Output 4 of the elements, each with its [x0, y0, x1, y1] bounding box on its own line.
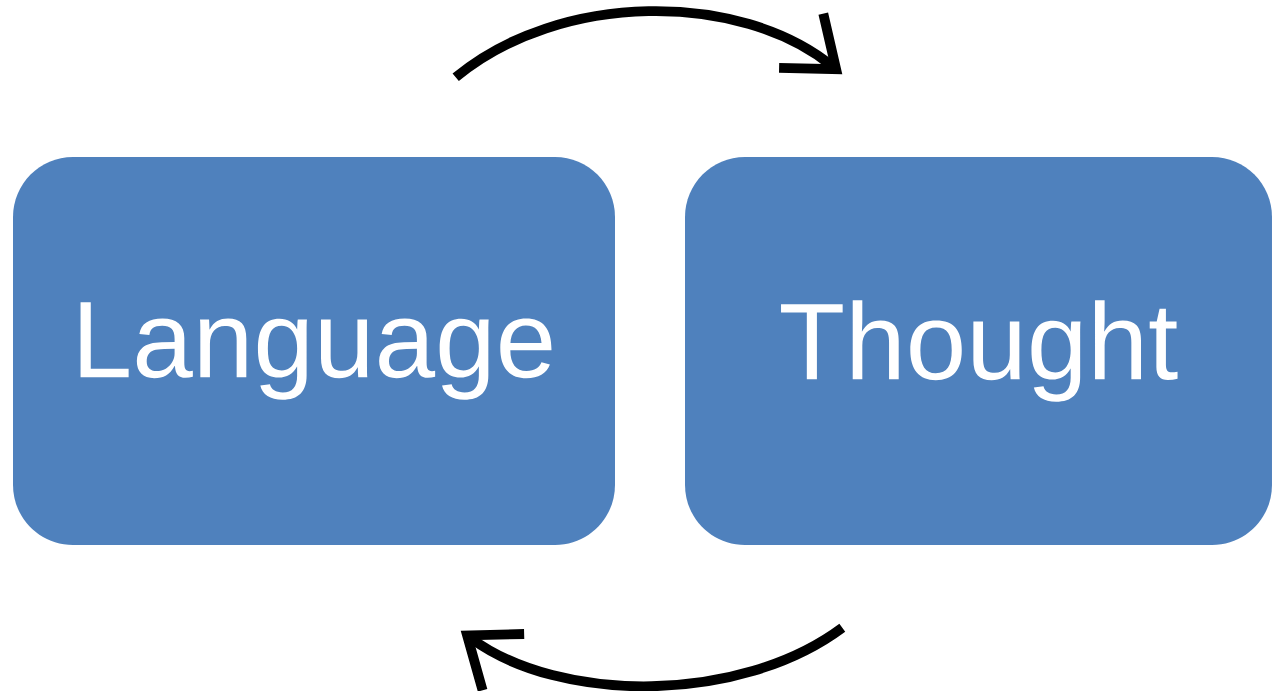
process-box: Thought: [685, 157, 1272, 545]
process-box: Language: [13, 157, 615, 545]
curved-arrow: [460, 623, 845, 691]
curved-arrow: [452, 6, 843, 82]
